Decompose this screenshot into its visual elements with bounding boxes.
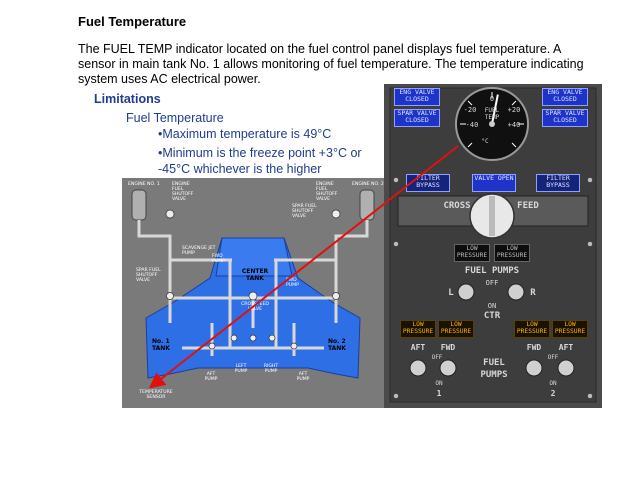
label-temperature-sensor: TEMPERATURE SENSOR xyxy=(139,390,173,400)
slide-title: Fuel Temperature xyxy=(78,14,187,29)
limitations-heading: Limitations xyxy=(94,92,161,106)
gauge-scale-plus20: +20 xyxy=(507,106,521,114)
crossfeed-valve-open-light: VALVE OPEN xyxy=(472,174,516,192)
pumps-label: PUMPS xyxy=(480,370,508,380)
fuel-lines xyxy=(137,220,369,356)
gauge-scale-0: 0 xyxy=(489,95,495,103)
label-no1-tank: No. 1 TANK xyxy=(152,338,170,352)
center-pump-on-label: ON xyxy=(487,302,497,310)
filter-bypass-right-light: FILTER BYPASS xyxy=(536,174,580,192)
fuel-system-schematic: ENGINE NO. 1 ENGINE FUEL SHUTOFF VALVE E… xyxy=(122,178,384,408)
pump-toggle-switches xyxy=(409,283,575,377)
fuel-pumps-center-label: FUEL PUMPS xyxy=(464,266,520,276)
label-engine-no2: ENGINE NO. 2 xyxy=(352,182,384,187)
gauge-scale-plus40: +40 xyxy=(507,121,521,129)
panel-drawing xyxy=(384,84,602,408)
tank1-fwd-label: FWD xyxy=(440,343,456,352)
center-pump-ctr-label: CTR xyxy=(483,311,501,321)
label-spar-shutoff-left: SPAR FUEL SHUTOFF VALVE xyxy=(136,268,161,283)
eng-valve-closed-left-light: ENG VALVE CLOSED xyxy=(394,88,440,106)
label-aft-pump-right: AFT PUMP xyxy=(296,372,310,382)
tank2-number: 2 xyxy=(550,389,556,398)
crossfeed-label-feed: FEED xyxy=(517,201,539,211)
tank1-aft-low-pressure-light: LOW PRESSURE xyxy=(400,320,436,338)
label-aft-pump-left: AFT PUMP xyxy=(204,372,218,382)
center-pump-r-label: R xyxy=(530,288,536,298)
center-right-low-pressure-light: LOW PRESSURE xyxy=(494,244,530,262)
label-right-pump: RIGHT PUMP xyxy=(263,364,279,374)
gauge-scale-minus20: -20 xyxy=(463,106,477,114)
label-center-tank: CENTER TANK xyxy=(241,268,269,282)
gauge-label-temp: TEMP xyxy=(484,114,500,121)
label-engine-fuel-shutoff-1: ENGINE FUEL SHUTOFF VALVE xyxy=(172,182,194,202)
label-scavenge-jet-pump: SCAVENGE JET PUMP xyxy=(182,246,216,256)
spar-valve-closed-left-light: SPAR VALVE CLOSED xyxy=(394,109,440,127)
limitation-min-temp: •Minimum is the freeze point +3°C or -45… xyxy=(158,146,362,176)
tank2-aft-low-pressure-light: LOW PRESSURE xyxy=(552,320,588,338)
label-engine-no1: ENGINE NO. 1 xyxy=(128,182,160,187)
tank1-on-label: ON xyxy=(435,380,443,387)
tank2-fwd-low-pressure-light: LOW PRESSURE xyxy=(514,320,550,338)
label-no2-tank: No. 2 TANK xyxy=(328,338,346,352)
tank2-on-label: ON xyxy=(549,380,557,387)
spar-valve-closed-right-light: SPAR VALVE CLOSED xyxy=(542,109,588,127)
tank1-number: 1 xyxy=(436,389,442,398)
valves xyxy=(165,209,341,350)
label-engine-fuel-shutoff-2: ENGINE FUEL SHUTOFF VALVE xyxy=(316,182,338,202)
tank2-fwd-label: FWD xyxy=(526,343,542,352)
label-left-pump: LEFT PUMP xyxy=(234,364,248,374)
limitations-subheading: Fuel Temperature xyxy=(126,111,224,125)
gauge-ticks xyxy=(460,92,524,148)
gauge-scale-minus40: -40 xyxy=(465,121,479,129)
panel-screws xyxy=(393,177,593,399)
tank2-off-label: OFF xyxy=(547,354,559,361)
intro-paragraph: The FUEL TEMP indicator located on the f… xyxy=(78,42,584,86)
eng-valve-closed-right-light: ENG VALVE CLOSED xyxy=(542,88,588,106)
gauge-needle xyxy=(491,94,499,125)
tank2-aft-label: AFT xyxy=(558,343,574,352)
limitation-max-temp: •Maximum temperature is 49°C xyxy=(158,127,332,141)
label-fwd-pump-right: FWD PUMP xyxy=(286,278,299,288)
label-spar-shutoff-right: SPAR FUEL SHUTOFF VALVE xyxy=(292,204,317,219)
tank1-aft-label: AFT xyxy=(410,343,426,352)
tank1-fwd-low-pressure-light: LOW PRESSURE xyxy=(438,320,474,338)
gauge-unit: °C xyxy=(481,138,489,145)
center-pump-off-label: OFF xyxy=(485,279,499,287)
gauge-label-fuel: FUEL xyxy=(484,107,500,114)
label-fwd-pump-left: FWD PUMP xyxy=(212,254,225,264)
fuel-control-panel: ENG VALVE CLOSED SPAR VALVE CLOSED ENG V… xyxy=(384,84,602,408)
gauge-hub xyxy=(489,121,495,127)
center-left-low-pressure-light: LOW PRESSURE xyxy=(454,244,490,262)
crossfeed-label-cross: CROSS xyxy=(443,201,471,211)
center-pump-l-label: L xyxy=(448,288,454,298)
fuel-label: FUEL xyxy=(483,358,505,368)
tank1-off-label: OFF xyxy=(431,354,443,361)
